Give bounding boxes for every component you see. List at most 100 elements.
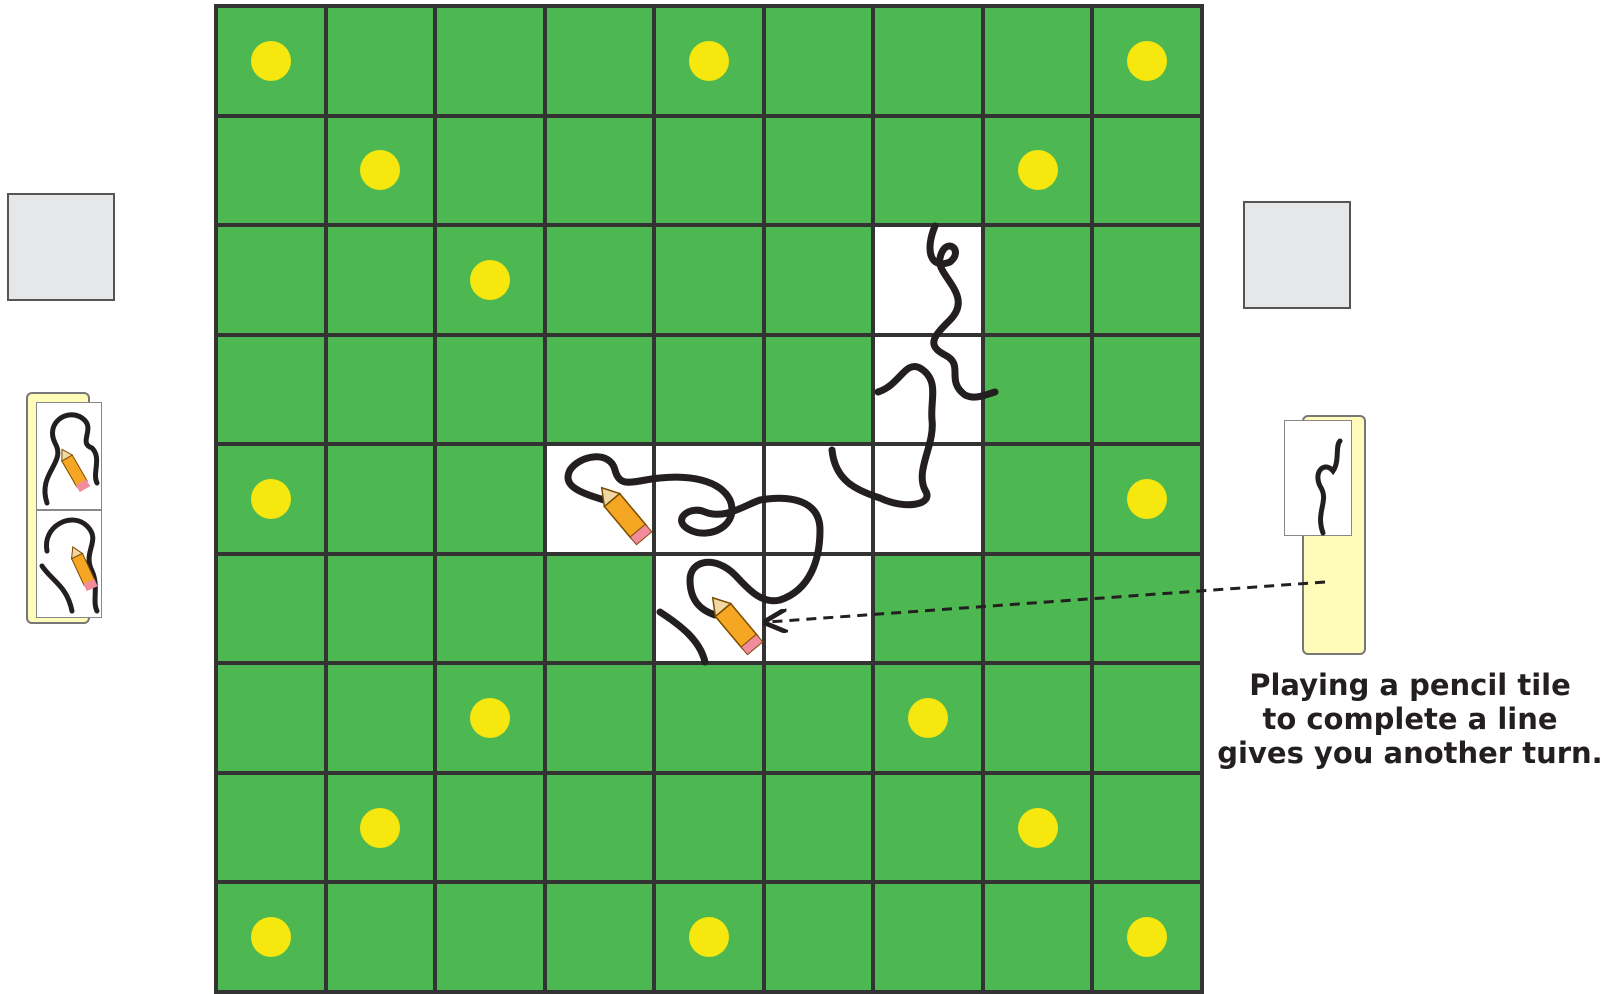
board-cell[interactable]	[1094, 227, 1204, 337]
board-cell[interactable]	[766, 884, 876, 994]
board-cell[interactable]	[437, 556, 547, 666]
board-cell[interactable]	[985, 556, 1095, 666]
board-cell[interactable]	[328, 665, 438, 775]
game-board	[214, 4, 1204, 994]
board-cell[interactable]	[328, 884, 438, 994]
curvy-line-pencil-icon	[37, 511, 103, 619]
board-cell[interactable]	[656, 337, 766, 447]
board-cell[interactable]	[328, 556, 438, 666]
board-cell[interactable]	[985, 227, 1095, 337]
placed-tile[interactable]	[656, 446, 766, 556]
board-cell[interactable]	[328, 775, 438, 885]
board-cell[interactable]	[656, 665, 766, 775]
board-cell[interactable]	[875, 556, 985, 666]
board-cell[interactable]	[218, 775, 328, 885]
board-cell[interactable]	[328, 8, 438, 118]
yellow-dot-icon	[360, 808, 400, 848]
board-cell[interactable]	[437, 337, 547, 447]
yellow-dot-icon	[360, 150, 400, 190]
board-cell[interactable]	[437, 227, 547, 337]
placed-tile[interactable]	[766, 556, 876, 666]
board-cell[interactable]	[218, 884, 328, 994]
board-cell[interactable]	[656, 775, 766, 885]
curvy-line-icon	[1285, 421, 1353, 537]
board-cell[interactable]	[328, 227, 438, 337]
board-cell[interactable]	[766, 665, 876, 775]
board-cell[interactable]	[875, 884, 985, 994]
yellow-dot-icon	[470, 260, 510, 300]
board-cell[interactable]	[328, 118, 438, 228]
board-cell[interactable]	[1094, 775, 1204, 885]
board-cell[interactable]	[985, 8, 1095, 118]
board-cell[interactable]	[218, 8, 328, 118]
caption-line: Playing a pencil tile	[1216, 668, 1604, 702]
board-cell[interactable]	[985, 775, 1095, 885]
placed-tile[interactable]	[766, 446, 876, 556]
board-cell[interactable]	[328, 446, 438, 556]
board-cell[interactable]	[985, 337, 1095, 447]
board-cell[interactable]	[985, 884, 1095, 994]
board-cell[interactable]	[218, 665, 328, 775]
board-cell[interactable]	[875, 775, 985, 885]
board-cell[interactable]	[437, 8, 547, 118]
board-cell[interactable]	[1094, 8, 1204, 118]
left-rack-tile[interactable]	[36, 510, 102, 618]
yellow-dot-icon	[689, 917, 729, 957]
yellow-dot-icon	[1127, 41, 1167, 81]
board-cell[interactable]	[1094, 884, 1204, 994]
board-cell[interactable]	[547, 556, 657, 666]
board-cell[interactable]	[437, 665, 547, 775]
yellow-dot-icon	[470, 698, 510, 738]
placed-tile[interactable]	[547, 446, 657, 556]
board-cell[interactable]	[766, 227, 876, 337]
left-tile-rack	[26, 392, 90, 624]
board-cell[interactable]	[875, 118, 985, 228]
board-cell[interactable]	[218, 227, 328, 337]
board-cell[interactable]	[437, 884, 547, 994]
board-cell[interactable]	[1094, 556, 1204, 666]
yellow-dot-icon	[908, 698, 948, 738]
placed-tile[interactable]	[875, 337, 985, 447]
board-cell[interactable]	[1094, 446, 1204, 556]
board-cell[interactable]	[547, 884, 657, 994]
board-cell[interactable]	[985, 446, 1095, 556]
right-rack-tile[interactable]	[1284, 420, 1352, 536]
caption-line: to complete a line	[1216, 702, 1604, 736]
board-cell[interactable]	[875, 665, 985, 775]
board-cell[interactable]	[1094, 118, 1204, 228]
board-cell[interactable]	[547, 8, 657, 118]
board-cell[interactable]	[547, 337, 657, 447]
curvy-line-pencil-icon	[37, 403, 103, 511]
board-cell[interactable]	[985, 665, 1095, 775]
left-rack-tile[interactable]	[36, 402, 102, 510]
board-cell[interactable]	[218, 118, 328, 228]
yellow-dot-icon	[1127, 479, 1167, 519]
board-cell[interactable]	[328, 337, 438, 447]
board-cell[interactable]	[218, 446, 328, 556]
board-cell[interactable]	[766, 118, 876, 228]
board-cell[interactable]	[766, 8, 876, 118]
board-cell[interactable]	[1094, 665, 1204, 775]
board-cell[interactable]	[547, 665, 657, 775]
board-cell[interactable]	[437, 118, 547, 228]
board-cell[interactable]	[437, 775, 547, 885]
board-cell[interactable]	[1094, 337, 1204, 447]
board-cell[interactable]	[437, 446, 547, 556]
placed-tile[interactable]	[656, 556, 766, 666]
board-cell[interactable]	[656, 118, 766, 228]
board-cell[interactable]	[656, 884, 766, 994]
board-cell[interactable]	[547, 227, 657, 337]
board-cell[interactable]	[218, 556, 328, 666]
board-cell[interactable]	[656, 227, 766, 337]
board-cell[interactable]	[766, 337, 876, 447]
board-cell[interactable]	[875, 8, 985, 118]
board-cell[interactable]	[656, 8, 766, 118]
board-cell[interactable]	[547, 775, 657, 885]
board-cell[interactable]	[985, 118, 1095, 228]
right-score-square	[1243, 201, 1351, 309]
placed-tile[interactable]	[875, 446, 985, 556]
board-cell[interactable]	[218, 337, 328, 447]
board-cell[interactable]	[547, 118, 657, 228]
board-cell[interactable]	[766, 775, 876, 885]
placed-tile[interactable]	[875, 227, 985, 337]
